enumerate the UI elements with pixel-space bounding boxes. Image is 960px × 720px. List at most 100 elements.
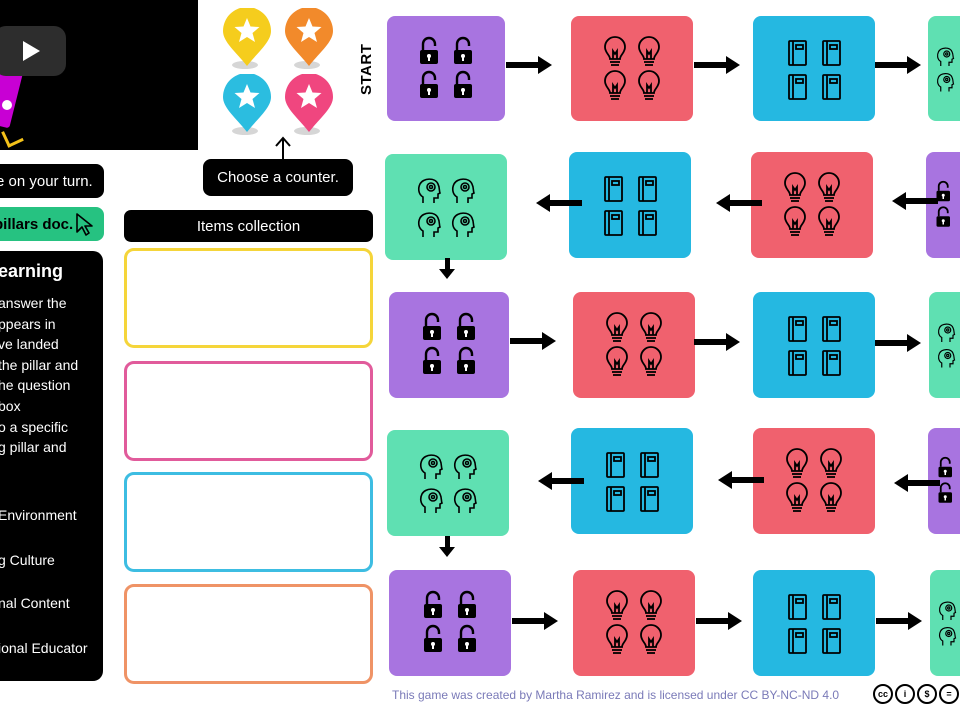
arrow-up-icon [275, 136, 291, 161]
pillar-item[interactable]: g Culture [0, 552, 55, 568]
path-arrow-icon [512, 612, 558, 630]
lock-icon [423, 312, 475, 374]
lock-icon [936, 180, 950, 227]
items-collection-title: Items collection [196, 217, 301, 235]
panel-line: g pillar and [0, 439, 67, 456]
start-label: START [358, 43, 375, 95]
counter-shadow [232, 127, 258, 135]
path-arrow-icon [875, 334, 921, 352]
item-slot[interactable] [124, 584, 373, 684]
path-arrow-icon [892, 192, 938, 210]
path-arrow-icon [439, 536, 455, 557]
counter-blue[interactable] [222, 73, 271, 132]
path-arrow-icon [894, 474, 940, 492]
board-tile-lock[interactable] [389, 570, 511, 676]
panel-line: ppears in [0, 315, 56, 332]
by-icon: i [895, 684, 915, 704]
book-icon [788, 39, 841, 100]
pillars-doc-label: pillars doc. [0, 215, 74, 233]
board-tile-book[interactable] [569, 152, 691, 258]
license-credit: This game was created by Martha Ramirez … [392, 688, 840, 702]
lock-icon [424, 590, 476, 652]
path-arrow-icon [716, 194, 762, 212]
panel-body: answer the ppears in ve landed the pilla… [0, 293, 78, 458]
path-arrow-icon [536, 194, 582, 212]
path-arrow-icon [876, 612, 922, 630]
board-tile-bulb[interactable] [751, 152, 873, 258]
book-icon [606, 452, 659, 512]
board-tile-head[interactable] [387, 430, 509, 536]
lock-icon [938, 456, 952, 503]
panel-line: box [0, 397, 21, 414]
head-icon [937, 323, 956, 368]
counter-shadow [232, 61, 258, 69]
cc-icon: cc [873, 684, 893, 704]
book-icon [788, 316, 841, 376]
bulb-icon [606, 590, 662, 654]
path-arrow-icon [510, 332, 556, 350]
panel-line: o a specific [0, 418, 69, 435]
pillars-doc-button[interactable]: pillars doc. [0, 207, 104, 241]
board-tile-head[interactable] [929, 292, 960, 398]
item-slot[interactable] [124, 248, 373, 348]
counter-yellow[interactable] [222, 7, 271, 66]
items-collection-header: Items collection [124, 210, 373, 242]
board-tile-bulb[interactable] [753, 428, 875, 534]
board-tile-bulb[interactable] [573, 570, 695, 676]
head-icon [417, 178, 476, 237]
pillar-item[interactable]: nal Content [0, 595, 70, 611]
mascot-arrow-icon [1, 125, 24, 148]
mascot-eye [2, 100, 12, 110]
path-arrow-icon [439, 258, 455, 279]
counter-orange[interactable] [284, 7, 333, 66]
book-icon [788, 594, 841, 654]
head-icon [938, 601, 957, 646]
board-tile-head[interactable] [385, 154, 507, 260]
cursor-icon [76, 213, 94, 236]
turn-instruction-text: e on your turn. [0, 172, 93, 190]
panel-title: earning [0, 261, 64, 281]
board-tile-head[interactable] [930, 570, 960, 676]
item-slot[interactable] [124, 472, 373, 572]
board-tile-bulb[interactable] [573, 292, 695, 398]
head-icon [936, 46, 955, 91]
path-arrow-icon [506, 56, 552, 74]
path-arrow-icon [538, 472, 584, 490]
board-tile-lock[interactable] [926, 152, 960, 258]
path-arrow-icon [718, 471, 764, 489]
lock-icon [420, 36, 472, 98]
book-icon [604, 176, 657, 236]
nc-icon: $ [917, 684, 937, 704]
path-arrow-icon [694, 56, 740, 74]
counter-pink[interactable] [284, 73, 333, 132]
panel-line: ve landed [0, 336, 59, 353]
cc-license-badges[interactable]: cc i $ = [873, 684, 959, 704]
pillar-item[interactable]: ional Educator [0, 640, 88, 656]
play-button[interactable] [0, 26, 66, 76]
board-tile-book[interactable] [753, 570, 875, 676]
board-tile-book[interactable] [753, 292, 875, 398]
bulb-icon [606, 312, 662, 376]
path-arrow-icon [696, 612, 742, 630]
nd-icon: = [939, 684, 959, 704]
board-tile-lock[interactable] [387, 16, 505, 121]
board-tile-book[interactable] [571, 428, 693, 534]
play-icon [23, 41, 40, 61]
choose-counter-label: Choose a counter. [203, 159, 353, 196]
head-icon [419, 454, 478, 513]
bulb-icon [786, 448, 842, 512]
board-tile-bulb[interactable] [571, 16, 693, 121]
panel-line: answer the [0, 295, 67, 311]
instructions-panel: earning answer the ppears in ve landed t… [0, 251, 103, 681]
board-tile-book[interactable] [753, 16, 875, 121]
video-player[interactable] [0, 0, 198, 150]
counter-shadow [294, 127, 320, 135]
bulb-icon [784, 172, 840, 236]
item-slot[interactable] [124, 361, 373, 461]
bulb-icon [604, 35, 660, 100]
choose-counter-text: Choose a counter. [217, 169, 339, 186]
board-tile-head[interactable] [928, 16, 960, 121]
panel-line: he question [0, 377, 71, 394]
board-tile-lock[interactable] [389, 292, 509, 398]
pillar-item[interactable]: Environment [0, 507, 77, 523]
